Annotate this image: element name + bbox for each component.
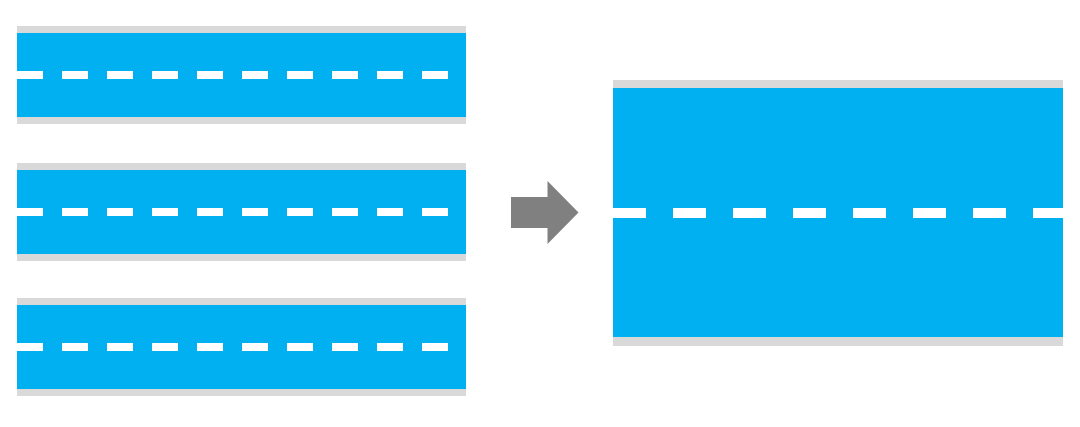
merge-right-arrow-icon xyxy=(511,181,579,244)
merged-road xyxy=(613,80,1063,346)
source-road-3 xyxy=(17,298,466,396)
lane-dashed-line xyxy=(17,208,466,216)
lane-dashed-line xyxy=(17,343,466,351)
source-road-2 xyxy=(17,163,466,261)
lane-dashed-line xyxy=(613,207,1063,218)
source-road-1 xyxy=(17,26,466,124)
lane-dashed-line xyxy=(17,71,466,79)
